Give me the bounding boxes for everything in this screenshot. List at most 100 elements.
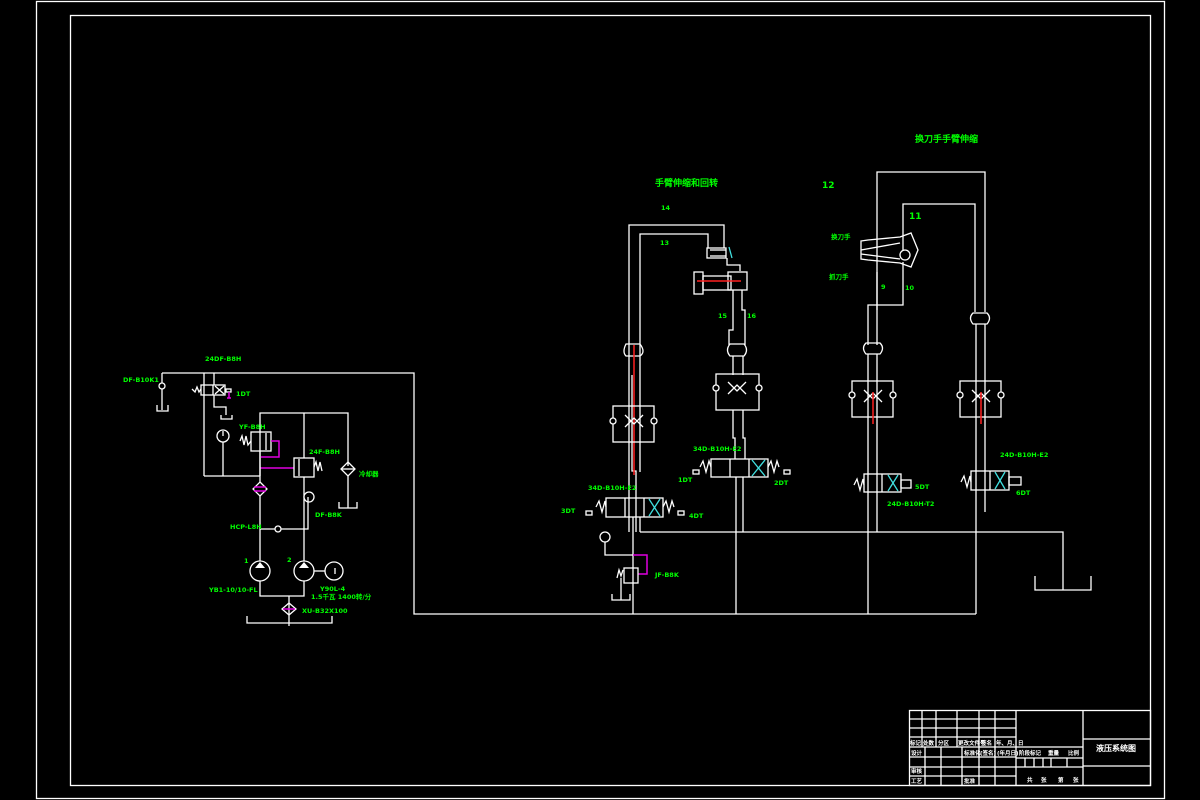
spring-icon: [767, 458, 780, 475]
cylinder-cap: [693, 271, 704, 295]
label-5dt: 5DT: [915, 483, 930, 491]
tool-changer-circuit: [640, 171, 1092, 614]
directional-valve-b: [710, 458, 769, 478]
label-16: 16: [747, 312, 757, 320]
label-10: 10: [905, 284, 915, 292]
rotary-joint-icon: [623, 343, 644, 357]
title-block: 标记 处数 分区 更改文件号 签名 年、月、日 设计 标准化 (签名) (年月日…: [908, 709, 1152, 787]
label-gripper-lower: 抓刀手: [829, 272, 849, 281]
tb-review: 审核: [911, 767, 923, 775]
tb-design: 设计: [911, 749, 923, 757]
relief-valve-2: [293, 457, 315, 478]
throttle-valve-b: [715, 373, 760, 411]
spring-icon: [239, 433, 252, 447]
tb-approve: 批准: [964, 777, 976, 785]
tb-mark: 标记: [909, 739, 922, 747]
label-pump-model: YB1-10/10-FL: [208, 586, 258, 594]
spring-icon: [662, 498, 675, 515]
label-13: 13: [660, 239, 669, 247]
spring-icon: [960, 474, 972, 490]
gripper-icon: [860, 232, 919, 268]
tb-date: 年、月、日: [996, 739, 1024, 747]
labels: DF-B10K1 24DF-B8H 1DT YF-B8H 24F-B8H 冷却器…: [123, 133, 1048, 615]
tb-count: 处数: [922, 739, 935, 747]
tb-weight: 重量: [1048, 749, 1060, 757]
section-title-arm: 手臂伸缩和回转: [655, 177, 718, 189]
label-relief-valve-1: YF-B8H: [238, 423, 266, 431]
label-cooler: 冷却器: [359, 469, 379, 478]
label-4dt: 4DT: [689, 512, 704, 520]
tank-icon: [246, 616, 333, 624]
label-1dt-mid: 1DT: [678, 476, 693, 484]
return-line: [640, 531, 1064, 590]
label-6dt: 6DT: [1016, 489, 1031, 497]
cylinder-top: [706, 247, 727, 259]
label-15: 15: [718, 312, 728, 320]
label-check-valve-left: DF-B10K1: [123, 376, 159, 384]
label-check-valve-mid: DF-B8K: [315, 511, 343, 519]
rotary-joint-icon: [862, 342, 884, 355]
label-3dt: 3DT: [561, 507, 576, 515]
outer-frame: [35, 0, 1166, 800]
label-14: 14: [661, 204, 671, 212]
spring-icon: [853, 477, 865, 493]
tb-zone: 分区: [938, 739, 950, 747]
label-pump-1: 1: [244, 557, 249, 565]
tb-sheet: 张: [1073, 776, 1079, 784]
label-relief-bottom: JF-B8K: [654, 571, 680, 579]
spring-icon: [191, 385, 202, 394]
label-valve-right-b: 24D-B10H-E2: [1000, 451, 1048, 459]
tb-sheets: 张: [1041, 776, 1047, 784]
tb-signature: 签名: [980, 739, 992, 747]
rotary-joint-icon: [969, 312, 991, 325]
suction-filter-icon: [281, 602, 297, 616]
label-1dt: 1DT: [236, 390, 251, 398]
tb-total: 共: [1027, 776, 1033, 784]
label-gripper-upper: 换刀手: [831, 232, 851, 241]
label-12: 12: [822, 181, 835, 191]
rotary-joint-icon: [726, 343, 748, 357]
inner-frame: [69, 14, 1152, 787]
motor-icon: [324, 561, 344, 581]
tb-stage-mark: 阶段标记: [1019, 749, 1042, 757]
label-valve-mid-a: 34D-B10H-E2: [588, 484, 636, 492]
tb-standardize: 标准化: [963, 749, 981, 757]
pressure-gauge-icon: [303, 491, 315, 503]
arm-circuit: [585, 224, 791, 614]
label-pump-2: 2: [287, 556, 292, 564]
tank-icon: [338, 502, 358, 509]
label-motor-power: 1.5千瓦 1400转/分: [311, 592, 372, 601]
tank-icon: [611, 594, 631, 601]
tank-icon: [1034, 576, 1092, 591]
check-valve-mid-icon: [274, 525, 282, 533]
spring-icon: [313, 459, 323, 472]
tb-change-doc: 更改文件号: [958, 739, 986, 747]
power-unit: [156, 372, 976, 626]
relief-valve-1: [250, 431, 272, 452]
label-motor-model: Y90L-4: [319, 585, 346, 593]
tb-scale: 比例: [1068, 749, 1080, 757]
directional-valve-a: [605, 497, 664, 518]
tank-icon: [156, 405, 169, 412]
label-relief-valve-2: 24F-B8H: [309, 448, 340, 456]
tb-ymd: (年月日): [997, 749, 1019, 757]
tb-num: 第: [1058, 776, 1064, 784]
label-valve-right-a: 24D-B10H-T2: [887, 500, 934, 508]
spring-icon: [699, 458, 712, 475]
check-valve-left-icon: [158, 382, 166, 390]
relief-valve-bottom: [623, 567, 639, 584]
label-solenoid-valve-top: 24DF-B8H: [205, 355, 241, 363]
supply-line: [162, 372, 976, 615]
label-filter: XU-B32X100: [302, 607, 348, 615]
tb-sign: (签名): [980, 749, 997, 757]
spring-icon: [595, 499, 607, 515]
label-valve-mid-b: 34D-B10H-E2: [693, 445, 741, 453]
section-title-tool-changer: 换刀手手臂伸缩: [915, 133, 978, 145]
tb-process: 工艺: [911, 777, 923, 785]
filter-icon: [252, 481, 268, 497]
label-pressure-switch: HCP-L8H: [230, 523, 262, 531]
pressure-gauge-icon: [599, 531, 611, 543]
label-11: 11: [909, 212, 922, 222]
drawing-title: 液压系统图: [1096, 743, 1136, 753]
